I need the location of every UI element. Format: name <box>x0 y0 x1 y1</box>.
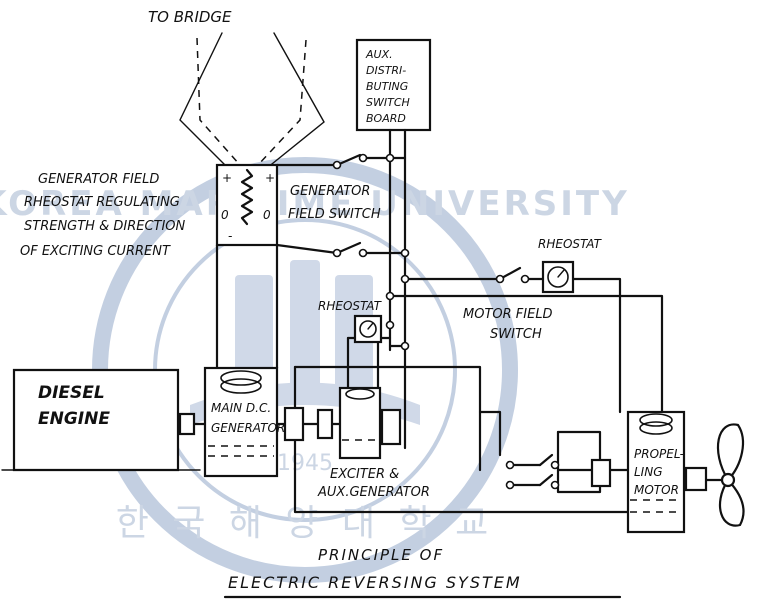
main-generator-box <box>203 366 279 478</box>
propelling-motor: PROPEL- LING MOTOR <box>626 410 708 534</box>
aux-line-2: DISTRI- <box>366 64 406 77</box>
bridge-lead-left <box>179 32 233 173</box>
aux-line-1: AUX. <box>365 48 393 61</box>
rheostat-right: RHEOSTAT <box>538 237 603 294</box>
title-line-1: PRINCIPLE OF <box>318 546 444 564</box>
rheostat-frame <box>215 163 279 247</box>
dial-icon <box>547 266 569 288</box>
dial-icon <box>359 320 377 338</box>
generator-coupling <box>283 406 305 442</box>
seal-english-name: KOREA MARITIME UNIVERSITY <box>0 184 630 224</box>
rheostat-left: RHEOSTAT <box>318 299 383 344</box>
gen-switch-line-2: FIELD SWITCH <box>288 207 381 222</box>
main-dc-generator: MAIN D.C. GENERATOR <box>203 366 334 478</box>
engine-coupling <box>178 412 196 436</box>
bridge-leads: TO BRIDGE <box>148 8 325 173</box>
reversing-switch <box>590 458 612 488</box>
motor-field-return <box>388 294 664 414</box>
motor-line-3: MOTOR <box>634 483 679 497</box>
main-loop-top <box>293 365 482 472</box>
diesel-engine: DIESEL ENGINE <box>1 368 201 472</box>
seal-year: 1945 <box>277 451 333 476</box>
reverse-blade-lower <box>538 473 554 487</box>
exciter-coupling <box>316 408 334 440</box>
aux-line-5: BOARD <box>366 112 406 125</box>
bridge-dashed-right <box>257 39 307 166</box>
seal-korean-name: 한 국 해 양 대 학 교 <box>116 503 495 544</box>
exciter-aux-generator: EXCITER & AUX.GENERATOR <box>317 386 430 500</box>
dial-needle <box>367 322 374 330</box>
generator-field-switch-label: GENERATOR FIELD SWITCH <box>288 184 381 222</box>
diagram-title: PRINCIPLE OF ELECTRIC REVERSING SYSTEM <box>223 546 622 599</box>
propeller-icon <box>716 423 745 527</box>
dial-needle <box>557 269 565 278</box>
bridge-dashed-left <box>196 37 241 166</box>
propeller-hub <box>720 472 736 488</box>
generator-field-label: GENERATOR FIELD RHEOSTAT REGULATING STRE… <box>20 172 186 259</box>
wiring <box>176 128 724 514</box>
main-gen-line-2: GENERATOR <box>211 421 285 435</box>
rheostat-minus: - <box>228 229 232 243</box>
reverse-blade-upper <box>538 453 554 467</box>
gen-field-line-3: STRENGTH & DIRECTION <box>24 219 186 234</box>
motor-field-switch-label: MOTOR FIELD SWITCH <box>463 307 553 342</box>
aux-line-4: SWITCH <box>366 96 410 109</box>
exciter-line-2: AUX.GENERATOR <box>317 485 430 500</box>
gen-field-line-1: GENERATOR FIELD <box>38 172 159 187</box>
rheostat-zero-right: 0 <box>263 208 271 222</box>
exciter-line-1: EXCITER & <box>330 467 399 482</box>
rheostat-plus-left: + <box>222 171 232 185</box>
diesel-line-2: ENGINE <box>38 409 110 429</box>
gen-switch-bottom-wire <box>275 243 339 255</box>
aux-loop-top <box>556 430 602 462</box>
main-gen-line-1: MAIN D.C. <box>211 401 271 415</box>
propeller-blade-top <box>716 423 745 482</box>
rheostat-zero-left: 0 <box>221 208 229 222</box>
to-bridge-label: TO BRIDGE <box>148 8 232 26</box>
propeller-blade-bottom <box>718 478 745 527</box>
motor-switch-line-2: SWITCH <box>490 327 542 342</box>
gen-field-line-2: RHEOSTAT REGULATING <box>24 195 180 210</box>
generator-field-rheostat: + + 0 0 - <box>215 163 279 247</box>
bridge-lead-right <box>261 32 325 173</box>
aux-switchboard: AUX. DISTRI- BUTING SWITCH BOARD <box>355 38 432 132</box>
rheostat-to-motor <box>571 277 622 414</box>
title-line-2: ELECTRIC REVERSING SYSTEM <box>228 573 522 592</box>
seal-pillar-center <box>290 260 320 395</box>
motor-line-2: LING <box>634 465 663 479</box>
rheostat-right-label: RHEOSTAT <box>538 237 603 251</box>
motor-coupling <box>684 466 708 492</box>
diesel-line-1: DIESEL <box>38 383 105 403</box>
reverse-switch-feed <box>478 410 502 457</box>
motor-switch-line-1: MOTOR FIELD <box>463 307 553 322</box>
exciter-box <box>338 386 382 460</box>
gen-switch-line-1: GENERATOR <box>290 184 370 199</box>
aux-line-3: BUTING <box>366 80 408 93</box>
aux-generator-unit <box>380 408 402 446</box>
rheostat-left-label: RHEOSTAT <box>318 299 383 313</box>
gen-field-line-4: OF EXCITING CURRENT <box>20 244 171 259</box>
motor-line-1: PROPEL- <box>634 447 684 461</box>
junction-nodes <box>332 153 560 490</box>
rheostat-plus-right: + <box>265 171 275 185</box>
seal-pillar-left <box>235 275 273 395</box>
rheostat-coil <box>240 168 254 226</box>
reversing-device <box>590 458 612 488</box>
university-seal-watermark: 1945 한 국 해 양 대 학 교 KOREA MARITIME UNIVER… <box>0 157 630 583</box>
aux-switchboard-box <box>355 38 432 132</box>
